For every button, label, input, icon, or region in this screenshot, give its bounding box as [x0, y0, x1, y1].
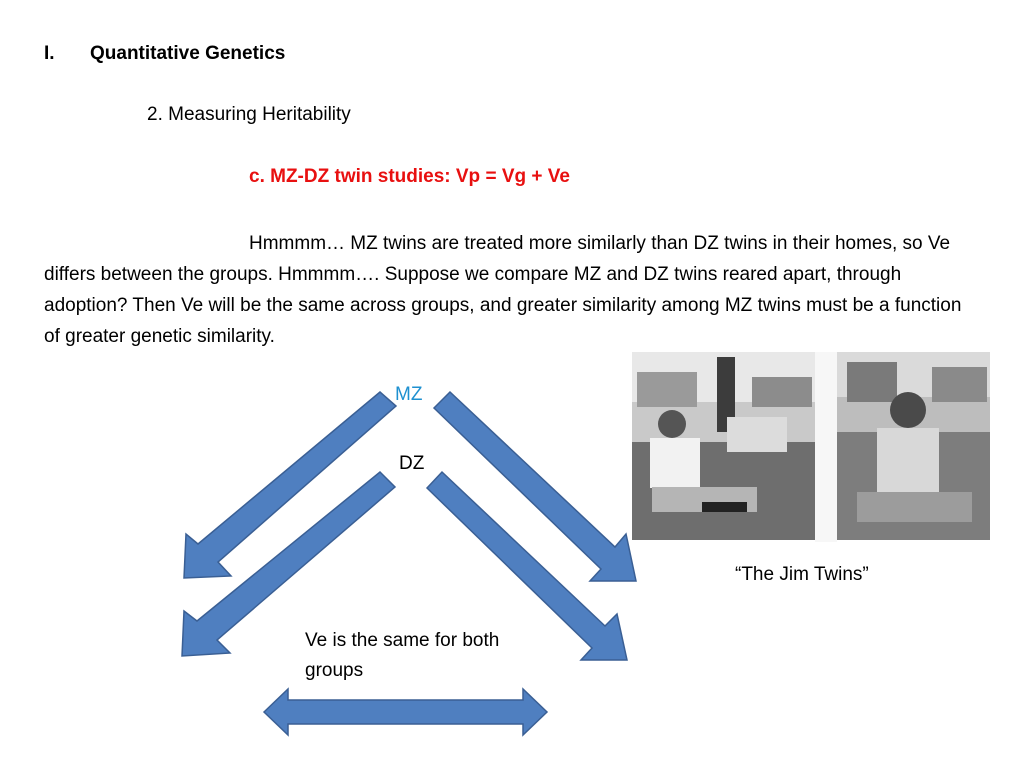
dz-label: DZ — [399, 453, 425, 474]
ve-note: Ve is the same for both groups — [305, 630, 500, 681]
mz-label: MZ — [395, 384, 423, 405]
mz-right-arrow — [432, 390, 637, 582]
heading-number: I. — [44, 43, 55, 64]
slide-heading: I. Quantitative Genetics — [44, 43, 285, 65]
double-arrow — [262, 687, 549, 737]
mz-left-arrow — [183, 391, 398, 579]
dz-right-arrow — [425, 470, 628, 661]
photo-caption: “The Jim Twins” — [735, 564, 869, 585]
body-paragraph: Hmmmm… MZ twins are treated more similar… — [44, 228, 974, 352]
slide-subheading: 2. Measuring Heritability — [147, 104, 351, 125]
slide-subsubheading: c. MZ-DZ twin studies: Vp = Vg + Ve — [249, 166, 570, 187]
dz-left-arrow — [181, 470, 397, 657]
paragraph-text: Hmmmm… MZ twins are treated more similar… — [44, 233, 962, 347]
heading-text: Quantitative Genetics — [90, 43, 286, 64]
twins-photo — [632, 352, 990, 542]
